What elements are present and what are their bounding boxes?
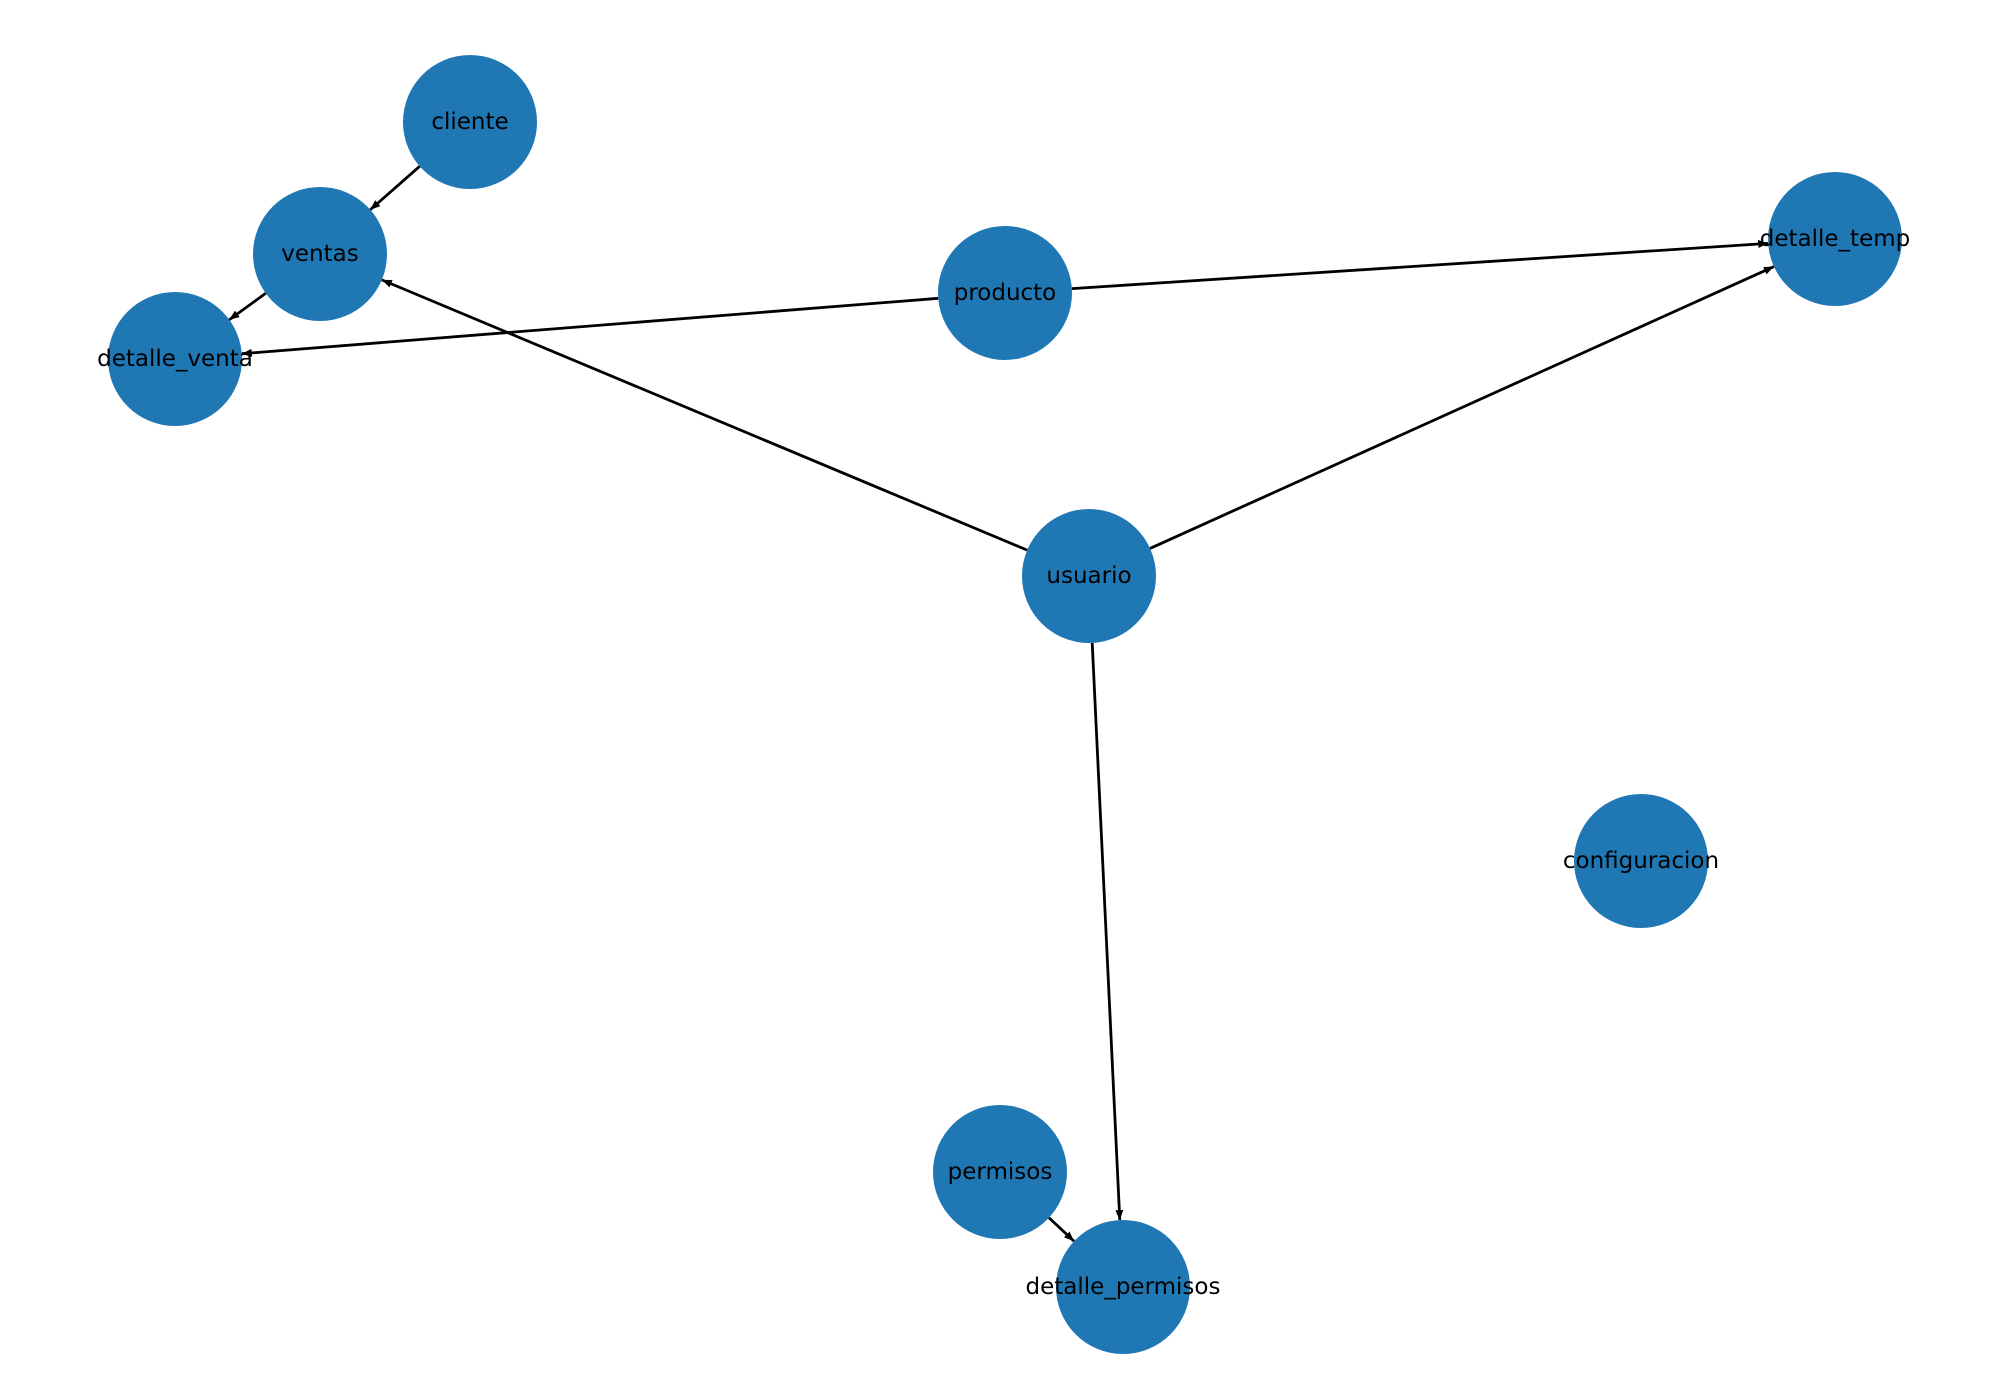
node-cliente: cliente <box>403 55 537 189</box>
node-circle-cliente <box>403 55 537 189</box>
node-ventas: ventas <box>253 187 387 321</box>
node-detalle_permisos: detalle_permisos <box>1026 1220 1221 1354</box>
nodes-layer: cliente ventas detalle_venta producto detall… <box>97 55 1910 1354</box>
node-label-producto: producto <box>954 280 1057 306</box>
edge-usuario-to-ventas <box>381 278 1028 552</box>
edge-usuario-to-detalle_temp <box>1149 265 1775 550</box>
node-label-ventas: ventas <box>281 241 358 267</box>
edge-producto-to-detalle_temp <box>1071 240 1769 291</box>
edge-usuario-to-detalle_permisos <box>1090 642 1124 1221</box>
node-label-detalle_temp: detalle_temp <box>1760 226 1910 252</box>
node-detalle_temp: detalle_temp <box>1760 172 1910 306</box>
edge-ventas-to-detalle_venta <box>228 292 267 321</box>
node-label-permisos: permisos <box>948 1159 1053 1185</box>
node-permisos: permisos <box>933 1105 1067 1239</box>
node-configuracion: configuracion <box>1563 794 1719 928</box>
node-circle-permisos <box>933 1105 1067 1239</box>
edge-cliente-to-ventas <box>369 165 421 211</box>
node-label-usuario: usuario <box>1046 563 1131 589</box>
node-usuario: usuario <box>1022 509 1156 643</box>
node-detalle_venta: detalle_venta <box>97 292 253 426</box>
node-circle-producto <box>938 226 1072 360</box>
node-circle-usuario <box>1022 509 1156 643</box>
node-label-detalle_venta: detalle_venta <box>97 346 253 372</box>
node-circle-detalle_permisos <box>1056 1220 1190 1354</box>
node-circle-detalle_temp <box>1768 172 1902 306</box>
node-producto: producto <box>938 226 1072 360</box>
node-label-detalle_permisos: detalle_permisos <box>1026 1274 1221 1300</box>
edge-producto-to-detalle_venta <box>241 296 939 357</box>
node-circle-ventas <box>253 187 387 321</box>
edges-layer <box>228 165 1775 1243</box>
node-circle-configuracion <box>1574 794 1708 928</box>
node-label-cliente: cliente <box>431 109 508 135</box>
edge-permisos-to-detalle_permisos <box>1047 1216 1076 1243</box>
node-label-configuracion: configuracion <box>1563 848 1719 874</box>
node-circle-detalle_venta <box>108 292 242 426</box>
